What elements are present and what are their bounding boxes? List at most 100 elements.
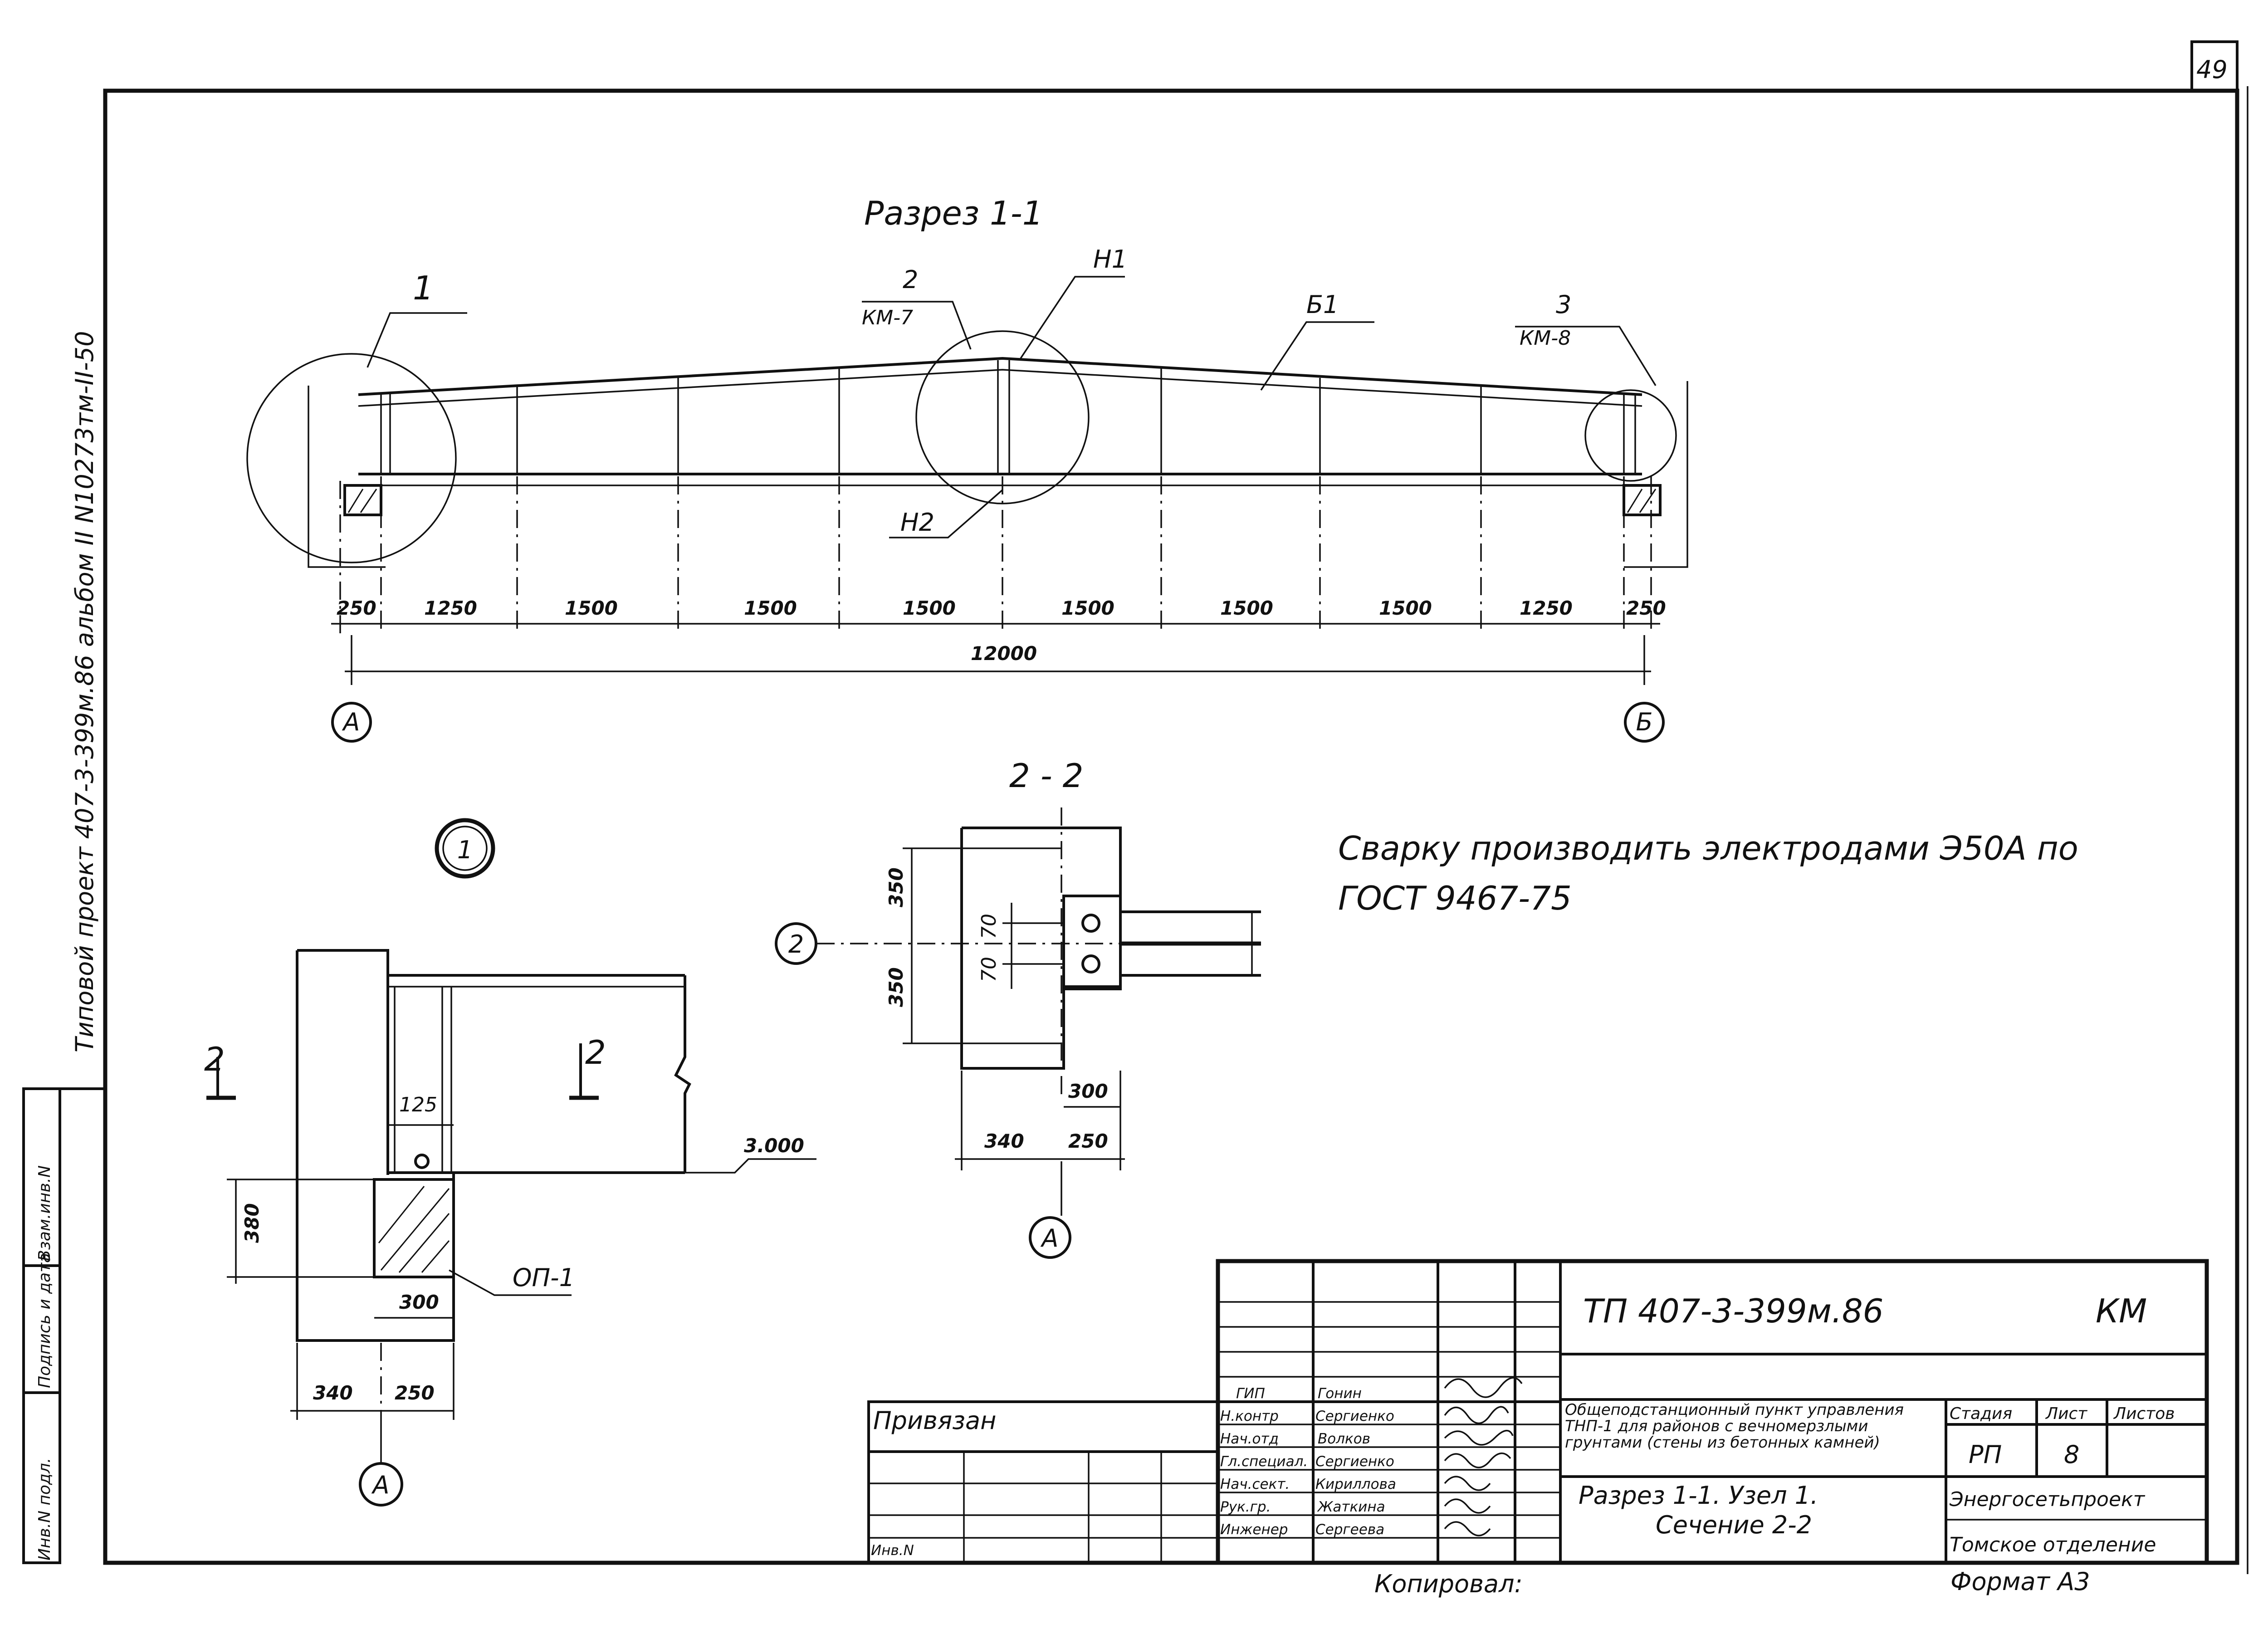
callout-n1-leader bbox=[1020, 276, 1125, 359]
project-code: ТП 407-3-399м.86 bbox=[1583, 1292, 1883, 1330]
axis-label-b: Б bbox=[1636, 708, 1652, 736]
callout-2-sheet: КМ-7 bbox=[862, 306, 913, 329]
dim-250: 250 bbox=[395, 1382, 435, 1404]
replace-inv-column-label: Взам.инв.N bbox=[35, 1165, 54, 1261]
name-7: Сергеева bbox=[1315, 1521, 1384, 1538]
beam-stiffeners bbox=[380, 360, 1636, 474]
section-1-1: Разрез 1-1 bbox=[246, 194, 1688, 743]
name-4: Сергиенко bbox=[1315, 1453, 1394, 1470]
bolt-icon-top bbox=[1081, 914, 1100, 933]
anchor-bolt-icon bbox=[414, 1154, 430, 1169]
sheets-label: Листов bbox=[2113, 1404, 2175, 1423]
dim-300-2-2: 300 bbox=[1068, 1080, 1108, 1102]
seg-dim-8: 1500 bbox=[1379, 597, 1432, 619]
inv-label: Инв.N bbox=[871, 1542, 914, 1559]
note-line-2: ГОСТ 9467-75 bbox=[1338, 879, 1572, 917]
axis-bubble-b bbox=[1624, 702, 1665, 743]
axis-label-2-2-a: А bbox=[1041, 1224, 1059, 1252]
name-5: Кириллова bbox=[1315, 1476, 1396, 1492]
callout-2-number: 2 bbox=[903, 265, 918, 294]
cut-marker-right: 2 bbox=[585, 1033, 606, 1071]
callout-3-number: 3 bbox=[1556, 290, 1571, 319]
bolt-icon-bottom bbox=[1081, 954, 1100, 974]
dim-125: 125 bbox=[399, 1093, 437, 1116]
section-2-2-wall bbox=[960, 827, 1122, 1070]
format-label: Формат А3 bbox=[1950, 1567, 2090, 1596]
axis-bubble-a bbox=[331, 702, 372, 743]
dim-70-b: 70 bbox=[978, 957, 1001, 982]
stage-label: Стадия bbox=[1950, 1404, 2012, 1423]
role-6: Рук.гр. bbox=[1220, 1499, 1271, 1515]
callout-n1-label: Н1 bbox=[1093, 245, 1127, 274]
name-3: Волков bbox=[1318, 1431, 1370, 1447]
dim-300: 300 bbox=[399, 1291, 439, 1313]
callout-b1-label: Б1 bbox=[1306, 290, 1339, 319]
copied-label: Копировал: bbox=[1374, 1570, 1523, 1598]
seg-dim-9: 1250 bbox=[1520, 597, 1573, 619]
axis-label-node-1: А bbox=[371, 1471, 390, 1499]
callout-n2-label: Н2 bbox=[900, 508, 934, 537]
seg-dim-6: 1500 bbox=[1061, 597, 1114, 619]
section-2-2: 2 - 2 2 350 350 70 70 300 bbox=[775, 757, 1261, 1259]
callout-1-label: 1 bbox=[413, 269, 434, 307]
seg-dim-5: 1500 bbox=[903, 597, 956, 619]
axis-bubble-2 bbox=[775, 922, 817, 965]
dim-380: 380 bbox=[241, 1203, 263, 1243]
dim-70-a: 70 bbox=[978, 914, 1001, 939]
dim-340: 340 bbox=[313, 1382, 353, 1404]
axis-label-2: 2 bbox=[788, 930, 804, 959]
beam-top-flange-inner bbox=[358, 369, 1642, 407]
description-box: Общеподстанционный пункт управления ТНП-… bbox=[1565, 1402, 1904, 1452]
dim-350-top: 350 bbox=[885, 867, 907, 907]
object-description: Общеподстанционный пункт управления ТНП-… bbox=[1565, 1402, 1904, 1452]
title-block: ТП 407-3-399м.86 КМ Общеподстанционный п… bbox=[1216, 1259, 2209, 1565]
stage-value: РП bbox=[1969, 1440, 2002, 1469]
total-dimension: 12000 bbox=[971, 642, 1037, 665]
callout-km7-leader bbox=[862, 301, 972, 350]
seg-dim-2: 1250 bbox=[424, 597, 477, 619]
dim-340-2-2: 340 bbox=[984, 1130, 1024, 1152]
callout-km8-leader bbox=[1515, 326, 1657, 386]
sheet-value: 8 bbox=[2064, 1440, 2079, 1469]
section-2-2-plate bbox=[1062, 895, 1122, 988]
detail-circle-node-1 bbox=[246, 353, 457, 563]
bound-label: Привязан bbox=[873, 1406, 996, 1435]
section-2-2-title: 2 - 2 bbox=[1009, 757, 1083, 795]
seg-dim-4: 1500 bbox=[744, 597, 797, 619]
org-name: Энергосетьпроект bbox=[1949, 1488, 2146, 1511]
node-1-detail: 1 2 2 125 3.000 380 bbox=[204, 818, 816, 1507]
welding-note: Сварку производить электродами Э50А по Г… bbox=[1338, 829, 2078, 917]
role-1: ГИП bbox=[1236, 1385, 1265, 1402]
seg-dim-3: 1500 bbox=[565, 597, 618, 619]
side-stamp: Типовой проект 407-3-399м.86 альбом II N… bbox=[70, 331, 99, 1052]
page-number: 49 bbox=[2196, 55, 2228, 84]
org-branch: Томское отделение bbox=[1950, 1533, 2156, 1556]
elevation-mark: 3.000 bbox=[744, 1135, 804, 1157]
seg-dim-7: 1500 bbox=[1220, 597, 1273, 619]
signature-date-column-label: Подпись и дата bbox=[35, 1253, 54, 1388]
note-line-1: Сварку производить электродами Э50А по bbox=[1338, 829, 2078, 867]
drawing-mark: КМ bbox=[2096, 1292, 2147, 1330]
node-1-marker bbox=[435, 818, 495, 879]
left-columns: Инв.N подл. Подпись и дата Взам.инв.N bbox=[22, 1087, 105, 1564]
inv-column-label: Инв.N подл. bbox=[35, 1458, 54, 1561]
dim-250-2-2: 250 bbox=[1068, 1130, 1108, 1152]
bound-block: Привязан Инв.N bbox=[867, 1400, 1219, 1564]
node-1-number: 1 bbox=[457, 836, 473, 864]
role-7: Инженер bbox=[1220, 1521, 1288, 1538]
drawing-name-1: Разрез 1-1. Узел 1. bbox=[1579, 1481, 1818, 1510]
callout-b1-leader bbox=[1260, 321, 1374, 391]
support-label: ОП-1 bbox=[513, 1263, 575, 1292]
node-1-wall bbox=[296, 950, 455, 1342]
right-wall-support bbox=[1623, 381, 1688, 568]
section-1-1-dimension-chain bbox=[331, 476, 1660, 635]
callout-n2-leader bbox=[889, 489, 1003, 538]
cut-marker-left: 2 bbox=[204, 1040, 225, 1078]
node-1-support-pad bbox=[373, 1178, 455, 1278]
sheet-label: Лист bbox=[2045, 1404, 2087, 1423]
seg-dim-1: 250 bbox=[337, 597, 376, 619]
role-4: Гл.специал. bbox=[1220, 1453, 1308, 1470]
axis-label-a: А bbox=[342, 708, 360, 736]
